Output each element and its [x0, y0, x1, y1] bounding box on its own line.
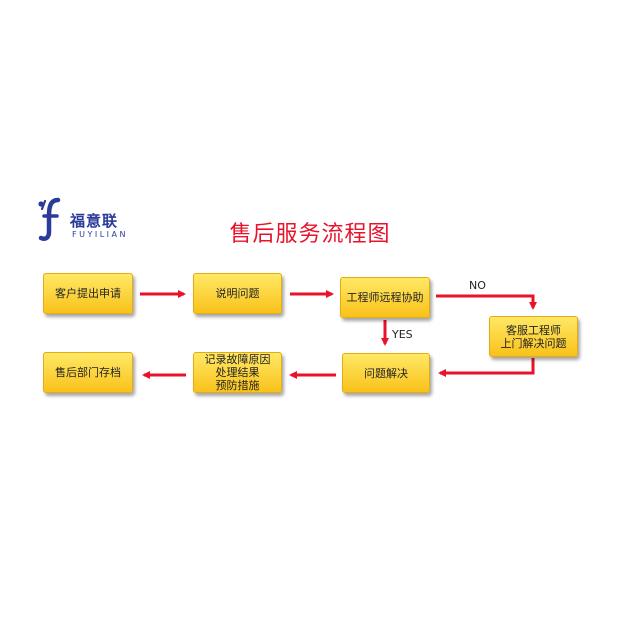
diagram-title: 售后服务流程图: [229, 222, 391, 247]
branch-label-yes: YES: [392, 328, 413, 341]
fuyilian-logo-icon: [38, 197, 61, 241]
company-logo: 福意联 FUYILIAN: [36, 196, 146, 246]
step-archive: 售后部门存档: [43, 352, 133, 393]
arrow-onsite-to-solved: [438, 358, 535, 377]
step-customer-request: 客户提出申请: [43, 273, 133, 314]
step-onsite-service: 客服工程师 上门解决问题: [489, 316, 578, 357]
branch-label-no: NO: [469, 279, 486, 292]
step-problem-solved: 问题解决: [342, 353, 430, 393]
step-explain-problem: 说明问题: [193, 273, 282, 314]
logo-name-en: FUYILIAN: [72, 230, 128, 239]
step-record: 记录故障原因 处理结果 预防措施: [193, 352, 282, 393]
logo-name-cn: 福意联: [70, 212, 119, 230]
arrow-remote-to-onsite-no: [436, 294, 537, 310]
step-remote-assist: 工程师远程协助: [340, 277, 430, 318]
